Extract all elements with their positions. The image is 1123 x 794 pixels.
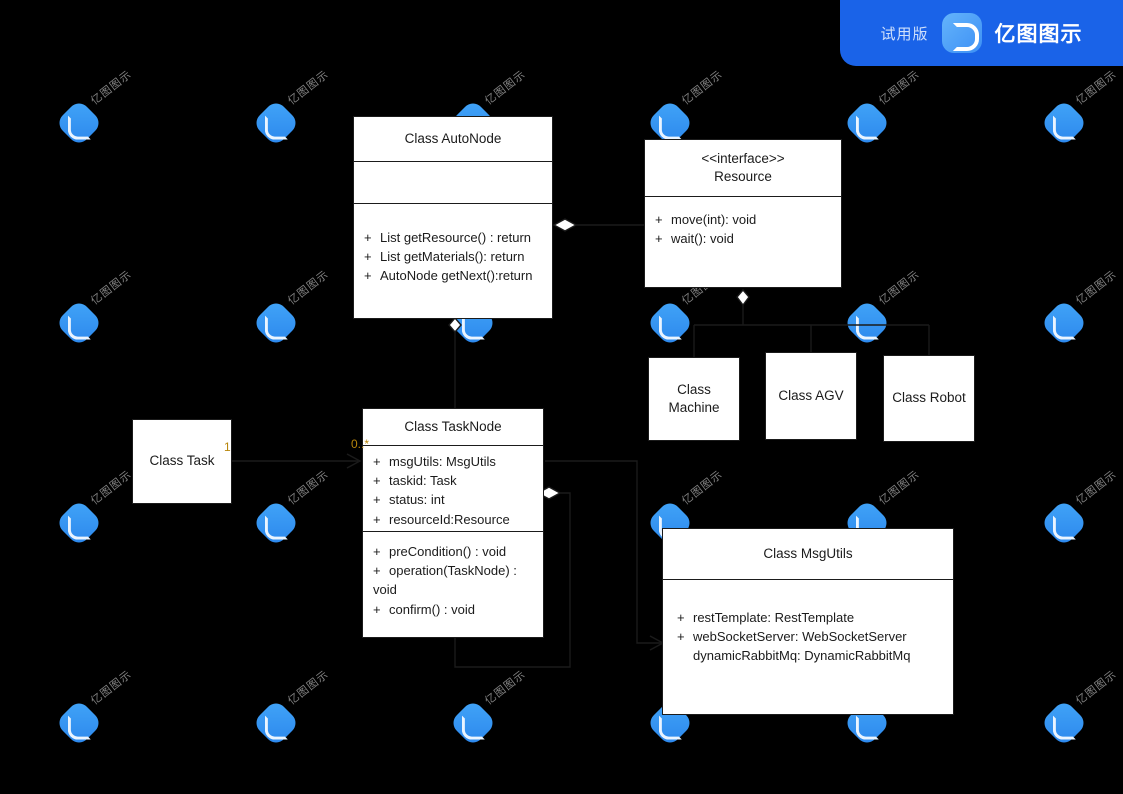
visibility-marker: +	[373, 473, 381, 489]
visibility-marker: +	[677, 629, 685, 645]
attribute-row: + taskid: Task	[373, 471, 533, 490]
visibility-marker: +	[373, 544, 381, 559]
diamond-resource-tree	[736, 288, 750, 307]
class-box-robot[interactable]: Class Robot	[883, 355, 975, 442]
visibility-marker: +	[677, 610, 685, 625]
attribute-text: msgUtils: MsgUtils	[389, 454, 496, 469]
method-row: + List getMaterials(): return	[364, 247, 542, 266]
method-text: List getResource() : return	[380, 230, 532, 245]
attribute-row: + restTemplate: RestTemplate	[677, 608, 943, 627]
stereotype-label: <<interface>>	[701, 150, 785, 166]
diamond-autonode-resource	[552, 218, 578, 232]
visibility-marker: +	[373, 492, 381, 508]
visibility-marker: +	[364, 268, 372, 284]
visibility-marker: +	[373, 601, 381, 617]
method-text: AutoNode getNext():return	[380, 268, 533, 284]
class-box-msgutils[interactable]: Class MsgUtils + restTemplate: RestTempla…	[662, 528, 954, 715]
class-box-task[interactable]: Class Task	[132, 419, 232, 504]
class-attributes-msgutils: + restTemplate: RestTemplate + webSocketSe…	[663, 579, 953, 715]
class-title-tasknode: Class TaskNode	[404, 418, 502, 434]
trial-label: 试用版	[880, 24, 929, 43]
visibility-marker: +	[655, 231, 663, 247]
edraw-logo-icon	[941, 13, 982, 53]
attribute-row: + msgUtils: MsgUtils	[373, 452, 533, 471]
method-row: + confirm() : void	[373, 600, 533, 619]
edge-tasknode-selfloop	[454, 492, 571, 668]
attribute-text: resourceId:Resource	[389, 511, 510, 527]
class-box-agv[interactable]: Class AGV	[765, 352, 857, 440]
method-row: + preCondition() : void	[373, 542, 533, 561]
diamond-autonode-tasknode	[448, 316, 462, 334]
visibility-marker: +	[655, 212, 663, 227]
class-box-resource[interactable]: <<interface>> Resource + move(int): void …	[644, 139, 842, 288]
attribute-row: dynamicRabbitMq: DynamicRabbitMq	[677, 646, 943, 665]
visibility-marker: +	[373, 511, 381, 527]
attribute-row: + status: int	[373, 490, 533, 509]
attribute-text: webSocketServer: WebSocketServer	[693, 629, 907, 645]
class-box-autonode[interactable]: Class AutoNode + List getResource() : ret…	[353, 116, 553, 319]
attribute-text: dynamicRabbitMq: DynamicRabbitMq	[693, 648, 911, 664]
method-text: List getMaterials(): return	[380, 249, 525, 265]
method-text: move(int): void	[671, 212, 757, 227]
class-methods-tasknode: +preCondition() : void +operation(TaskNo…	[363, 531, 543, 639]
interface-title-resource: <<interface>> Resource	[645, 140, 841, 196]
method-row: + wait(): void	[655, 229, 831, 248]
class-box-tasknode[interactable]: Class TaskNode + msgUtils: MsgUtils + task…	[362, 408, 544, 638]
visibility-marker: +	[364, 230, 372, 245]
method-row: + AutoNode getNext():return	[364, 266, 542, 285]
visibility-marker: +	[373, 563, 381, 579]
edge-tasknode-msgutils	[545, 460, 661, 644]
method-row: + List getResource() : return	[364, 228, 542, 247]
method-row: + move(int): void	[655, 210, 831, 229]
method-text: preCondition() : void	[389, 544, 507, 559]
method-row: +operation(TaskNode) : void	[373, 561, 533, 599]
class-title-msgutils: Class MsgUtils	[763, 545, 853, 561]
attribute-row: + resourceId:Resource	[373, 510, 533, 529]
method-text: operation(TaskNode) : void	[373, 563, 517, 598]
arrow-task-tasknode	[346, 453, 362, 469]
class-methods-autonode: + List getResource() : return + List getMa…	[354, 203, 552, 319]
class-box-machine[interactable]: Class Machine	[648, 357, 740, 441]
class-attributes-tasknode: + msgUtils: MsgUtils + taskid: Task + statu…	[363, 445, 543, 531]
interface-methods-resource: + move(int): void + wait(): void	[645, 196, 841, 288]
visibility-marker: +	[364, 249, 372, 265]
trial-banner[interactable]: 试用版 亿图图示	[840, 0, 1123, 66]
attribute-text: status: int	[389, 492, 445, 508]
class-attributes-autonode	[354, 161, 552, 203]
attribute-text: taskid: Task	[389, 473, 457, 489]
method-text: wait(): void	[671, 231, 734, 247]
attribute-row: + webSocketServer: WebSocketServer	[677, 627, 943, 646]
brand-label: 亿图图示	[994, 22, 1083, 46]
attribute-text: restTemplate: RestTemplate	[693, 610, 855, 625]
multiplicity-tasknode-end: 0..*	[351, 437, 370, 451]
visibility-marker: +	[373, 454, 381, 469]
class-title-autonode: Class AutoNode	[404, 130, 502, 146]
method-text: confirm() : void	[389, 601, 475, 617]
multiplicity-task-end: 1	[224, 440, 231, 454]
interface-name-label: Resource	[714, 169, 772, 184]
